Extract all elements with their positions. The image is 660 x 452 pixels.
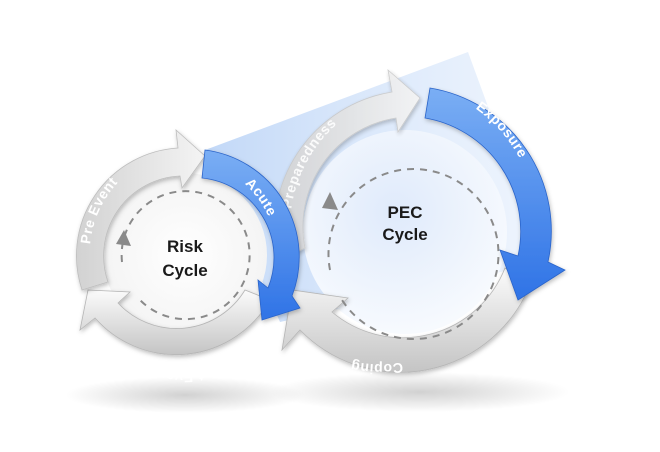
risk-center-disc xyxy=(103,173,267,337)
pec-inner-loop xyxy=(327,168,500,340)
pec-coping-segment xyxy=(281,267,531,373)
pec-center-disc xyxy=(303,130,507,334)
pec-center-line1: PEC xyxy=(388,203,423,222)
pec-preparedness-segment xyxy=(273,68,421,263)
pec-exposure-segment xyxy=(424,87,566,301)
risk-inner-loop xyxy=(120,190,251,321)
risk-post-event-segment xyxy=(79,289,271,356)
pec-inner-arrowhead xyxy=(322,192,338,210)
risk-pre-event-segment xyxy=(76,129,206,291)
risk-cycle: Pre Event Acute Post Event Risk Cycle xyxy=(76,129,301,386)
risk-center-line2: Cycle xyxy=(162,261,207,280)
pec-shadow xyxy=(270,372,570,412)
pec-center-line2: Cycle xyxy=(382,225,427,244)
risk-acute-segment xyxy=(201,149,301,321)
pec-coping-label: Coping xyxy=(349,358,404,377)
risk-inner-arrowhead xyxy=(116,230,131,246)
risk-shadow xyxy=(65,377,305,413)
risk-center-line1: Risk xyxy=(167,237,203,256)
